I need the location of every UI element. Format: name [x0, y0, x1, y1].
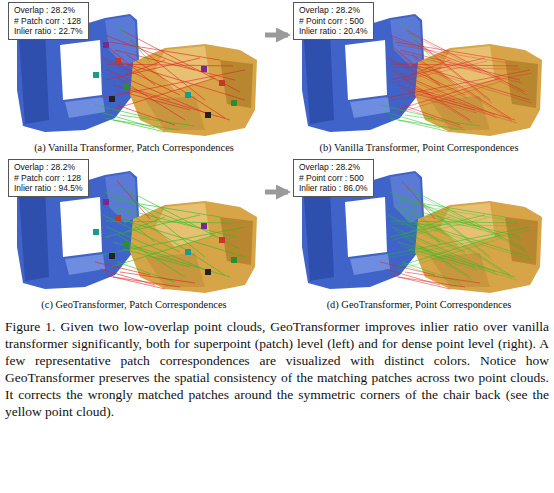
figure-panel: (c) GeoTransformer, Patch Correspondence…	[5, 157, 263, 313]
stats-line: # Point corr : 500	[299, 16, 368, 27]
stats-line: Inlier ratio : 20.4%	[299, 26, 368, 37]
figure-caption: Figure 1. Given two low-overlap point cl…	[5, 318, 549, 420]
stats-line: Inlier ratio : 94.5%	[14, 183, 83, 194]
figure-panel: (a) Vanilla Transformer, Patch Correspon…	[5, 0, 263, 156]
stats-box: Overlap : 28.2%# Patch corr : 128Inlier …	[8, 2, 89, 40]
stats-box: Overlap : 28.2%# Point corr : 500Inlier …	[293, 159, 374, 197]
stats-line: Overlap : 28.2%	[299, 162, 368, 173]
stats-line: # Point corr : 500	[299, 173, 368, 184]
stats-line: Inlier ratio : 86.0%	[299, 183, 368, 194]
figure-panel: (b) Vanilla Transformer, Point Correspon…	[290, 0, 548, 156]
panel-arrow	[265, 33, 288, 38]
panel-caption: (a) Vanilla Transformer, Patch Correspon…	[5, 142, 263, 153]
stats-box: Overlap : 28.2%# Point corr : 500Inlier …	[293, 2, 374, 40]
stats-line: Overlap : 28.2%	[299, 5, 368, 16]
stats-box: Overlap : 28.2%# Patch corr : 128Inlier …	[8, 159, 89, 197]
stats-line: Overlap : 28.2%	[14, 5, 83, 16]
stats-line: # Patch corr : 128	[14, 16, 83, 27]
panel-caption: (c) GeoTransformer, Patch Correspondence…	[5, 299, 263, 310]
panel-caption: (b) Vanilla Transformer, Point Correspon…	[290, 142, 548, 153]
stats-line: Overlap : 28.2%	[14, 162, 83, 173]
stats-line: Inlier ratio : 22.7%	[14, 26, 83, 37]
panel-caption: (d) GeoTransformer, Point Correspondence…	[290, 299, 548, 310]
figure-panel: (d) GeoTransformer, Point Correspondence…	[290, 157, 548, 313]
panel-arrow	[265, 190, 288, 195]
stats-line: # Patch corr : 128	[14, 173, 83, 184]
